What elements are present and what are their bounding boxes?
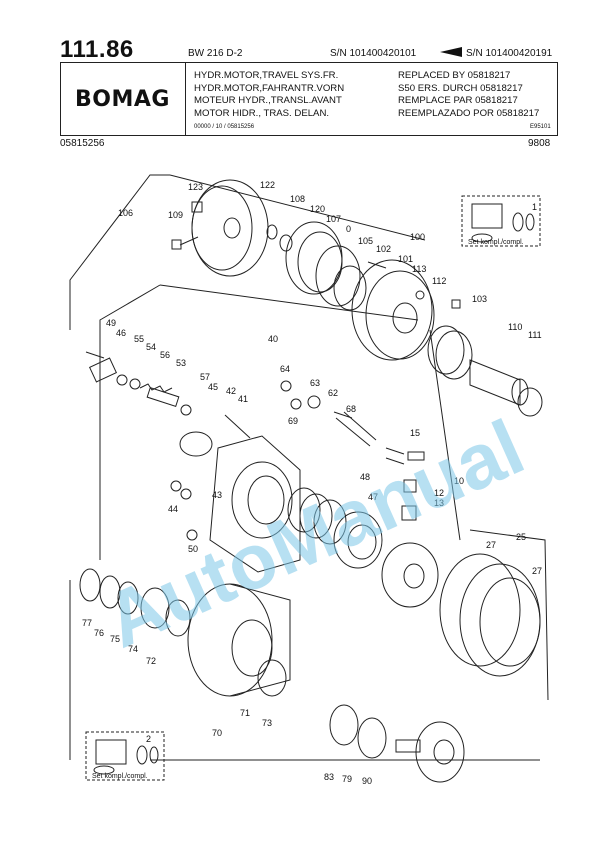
description-line: MOTEUR HYDR.,TRANSL.AVANT: [194, 95, 342, 107]
part-callout: 123: [188, 182, 203, 192]
part-callout: 73: [262, 718, 272, 728]
replacement-note: REPLACED BY 05818217 S50 ERS. DURCH 0581…: [398, 70, 539, 120]
model-name: BW 216 D-2: [188, 48, 243, 59]
kit-number: 2: [146, 734, 151, 744]
part-callout: 70: [212, 728, 222, 738]
part-callout: 41: [238, 394, 248, 404]
part-callout: 74: [128, 644, 138, 654]
part-callout: 109: [168, 210, 183, 220]
part-callout: 13: [434, 498, 444, 508]
part-callout: 75: [110, 634, 120, 644]
part-callout: 0: [346, 224, 351, 234]
replacement-line: REMPLACE PAR 05818217: [398, 95, 518, 107]
part-callout: 46: [116, 328, 126, 338]
part-callout: 72: [146, 656, 156, 666]
part-callout: 44: [168, 504, 178, 514]
part-callout: 62: [328, 388, 338, 398]
serial-arrow-icon: [440, 46, 462, 61]
part-callout: 15: [410, 428, 420, 438]
replacement-line: REEMPLAZADO POR 05818217: [398, 107, 540, 119]
part-callout: 63: [310, 378, 320, 388]
part-description: HYDR.MOTOR,TRAVEL SYS.FR. HYDR.MOTOR,FAH…: [194, 70, 344, 120]
part-callout: 76: [94, 628, 104, 638]
part-callout: 112: [432, 276, 446, 286]
part-callout: 101: [398, 254, 413, 264]
part-callout: 12: [434, 488, 444, 498]
part-callout: 122: [260, 180, 275, 190]
document-number: 05815256: [60, 138, 105, 149]
part-callout: 102: [376, 244, 391, 254]
part-callout: 68: [346, 404, 356, 414]
kit-label: Set kompl./compl.: [92, 773, 148, 780]
part-callout: 79: [342, 774, 352, 784]
part-callout: 110: [508, 322, 522, 332]
part-callout: 27: [486, 540, 496, 550]
part-callout: 42: [226, 386, 236, 396]
date-code: 9808: [528, 138, 551, 149]
kit-label: Set kompl./compl.: [468, 239, 524, 246]
part-callout: 64: [280, 364, 290, 374]
page-number: 111.86: [60, 36, 134, 63]
header-footer-ref: 00000 / 10 / 05815256: [194, 124, 255, 130]
part-callout: 83: [324, 772, 334, 782]
part-callout: 48: [360, 472, 370, 482]
description-line: HYDR.MOTOR,FAHRANTR.VORN: [194, 82, 345, 94]
part-callout: 10: [454, 476, 464, 486]
part-callout: 71: [240, 708, 250, 718]
bomag-logo: BOMAG: [75, 86, 170, 112]
part-callout: 100: [410, 232, 425, 242]
kit-number: 1: [532, 202, 537, 212]
part-callout: 43: [212, 490, 222, 500]
description-line: HYDR.MOTOR,TRAVEL SYS.FR.: [194, 70, 339, 81]
serial-to: S/N 101400420191: [466, 48, 553, 59]
part-callout: 25: [516, 532, 526, 542]
header-box: [60, 62, 558, 136]
replacement-line: S50 ERS. DURCH 05818217: [398, 82, 523, 94]
part-callout: 108: [290, 194, 305, 204]
replacement-line: REPLACED BY 05818217: [398, 70, 511, 81]
part-callout: 103: [472, 294, 487, 304]
part-callout: 69: [288, 416, 298, 426]
part-callout: 56: [160, 350, 170, 360]
part-callout: 120: [310, 204, 325, 214]
part-callout: 50: [188, 544, 198, 554]
part-callout: 53: [176, 358, 186, 368]
part-callout: 107: [326, 214, 341, 224]
logo-cell: BOMAG: [60, 62, 186, 136]
part-callout: 105: [358, 236, 373, 246]
part-callout: 49: [106, 318, 116, 328]
serial-from: S/N 101400420101: [330, 48, 417, 59]
part-callout: 54: [146, 342, 156, 352]
part-callout: 27: [532, 566, 542, 576]
part-callout: 113: [412, 264, 426, 274]
part-callout: 111: [528, 330, 542, 340]
part-callout: 57: [200, 372, 210, 382]
part-callout: 77: [82, 618, 92, 628]
part-callout: 106: [118, 208, 133, 218]
part-callout: 47: [368, 492, 378, 502]
header-footer-code: E95101: [530, 124, 551, 130]
description-line: MOTOR HIDR., TRAS. DELAN.: [194, 107, 330, 119]
part-callout: 45: [208, 382, 218, 392]
part-callout: 90: [362, 776, 372, 786]
part-callout: 40: [268, 334, 278, 344]
part-callout: 55: [134, 334, 144, 344]
